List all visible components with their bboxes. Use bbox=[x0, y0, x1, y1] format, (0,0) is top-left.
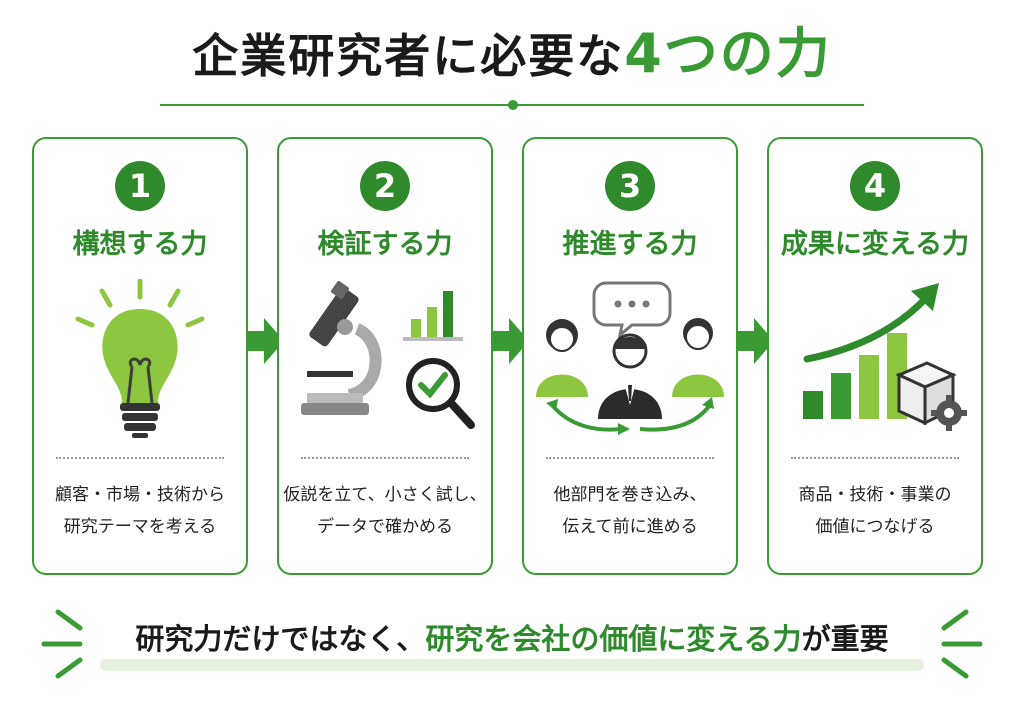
bottom-highlight-band bbox=[100, 659, 924, 671]
card-number: 4 bbox=[850, 161, 900, 211]
bottom-message-part1: 研究力だけではなく、 bbox=[135, 622, 426, 656]
card-heading: 推進する力 bbox=[562, 229, 698, 260]
card-description: 顧客・市場・技術から 研究テーマを考える bbox=[55, 485, 225, 537]
team-icon bbox=[536, 281, 724, 435]
card-heading: 成果に変える力 bbox=[780, 229, 970, 260]
bottom-message: 研究力だけではなく、研究を会社の価値に変える力が重要 bbox=[0, 614, 1024, 664]
title-accent: 4つの力 bbox=[624, 22, 832, 85]
emphasis-lines-left-icon bbox=[41, 609, 83, 679]
card-divider bbox=[791, 457, 959, 459]
growth-chart-icon bbox=[803, 283, 967, 431]
card-number: 3 bbox=[605, 161, 655, 211]
lightbulb-icon bbox=[75, 279, 205, 438]
title-divider-dot bbox=[508, 100, 518, 110]
microscope-icon bbox=[301, 281, 475, 429]
bottom-message-part3: が重要 bbox=[801, 622, 889, 656]
card-divider bbox=[56, 457, 224, 459]
emphasis-lines-right-icon bbox=[941, 609, 983, 679]
card-number: 2 bbox=[360, 161, 410, 211]
card-description: 仮説を立て、小さく試し、 データで確かめる bbox=[283, 485, 487, 537]
title-main: 企業研究者に必要な bbox=[192, 29, 625, 83]
card-heading: 検証する力 bbox=[317, 229, 453, 260]
card-divider bbox=[301, 457, 469, 459]
arrow-right-icon bbox=[738, 318, 774, 364]
arrow-right-icon bbox=[493, 318, 529, 364]
card-description: 他部門を巻き込み、 伝えて前に進める bbox=[553, 485, 707, 537]
card-1: 1 構想する力 顧客・市場・技術から 研究テーマを考える bbox=[32, 137, 248, 575]
card-divider bbox=[546, 457, 714, 459]
card-4: 4 成果に変える力 商品・技術・事業の 価値につなげる bbox=[767, 137, 983, 575]
bottom-message-highlight: 研究を会社の価値に変える力 bbox=[425, 622, 802, 656]
arrow-right-icon bbox=[248, 318, 284, 364]
page-title: 企業研究者に必要な4つの力 bbox=[0, 22, 1024, 88]
card-3: 3 推進する力 他部門を巻き込み、 伝えて前に進める bbox=[522, 137, 738, 575]
card-2: 2 検証する力 仮説を立て、小さく試し、 データで確かめる bbox=[277, 137, 493, 575]
card-heading: 構想する力 bbox=[72, 229, 208, 260]
card-number: 1 bbox=[115, 161, 165, 211]
card-description: 商品・技術・事業の 価値につなげる bbox=[798, 485, 952, 537]
